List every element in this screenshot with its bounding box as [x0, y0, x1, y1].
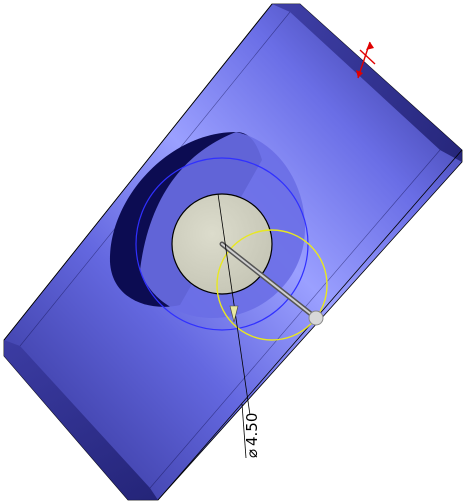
top-chamfer-face[interactable]	[272, 4, 462, 162]
preview-circle[interactable]	[216, 229, 328, 341]
drag-handle-shaft-highlight	[221, 243, 317, 319]
diameter-icon: ⌀	[243, 449, 261, 458]
edge-line	[3, 3, 273, 341]
axis-marker-icon[interactable]	[356, 41, 376, 79]
dimension-text[interactable]: ⌀ 4.50	[243, 413, 261, 458]
drag-handle-icon[interactable]	[308, 310, 324, 326]
dimension-arrowhead	[229, 305, 239, 323]
edge-line	[149, 149, 441, 489]
dimension-value[interactable]: 4.50	[243, 413, 261, 446]
bottom-chamfer-face[interactable]	[4, 340, 158, 500]
dimension-underline	[241, 403, 247, 459]
dimension-leader[interactable]	[217, 193, 251, 416]
